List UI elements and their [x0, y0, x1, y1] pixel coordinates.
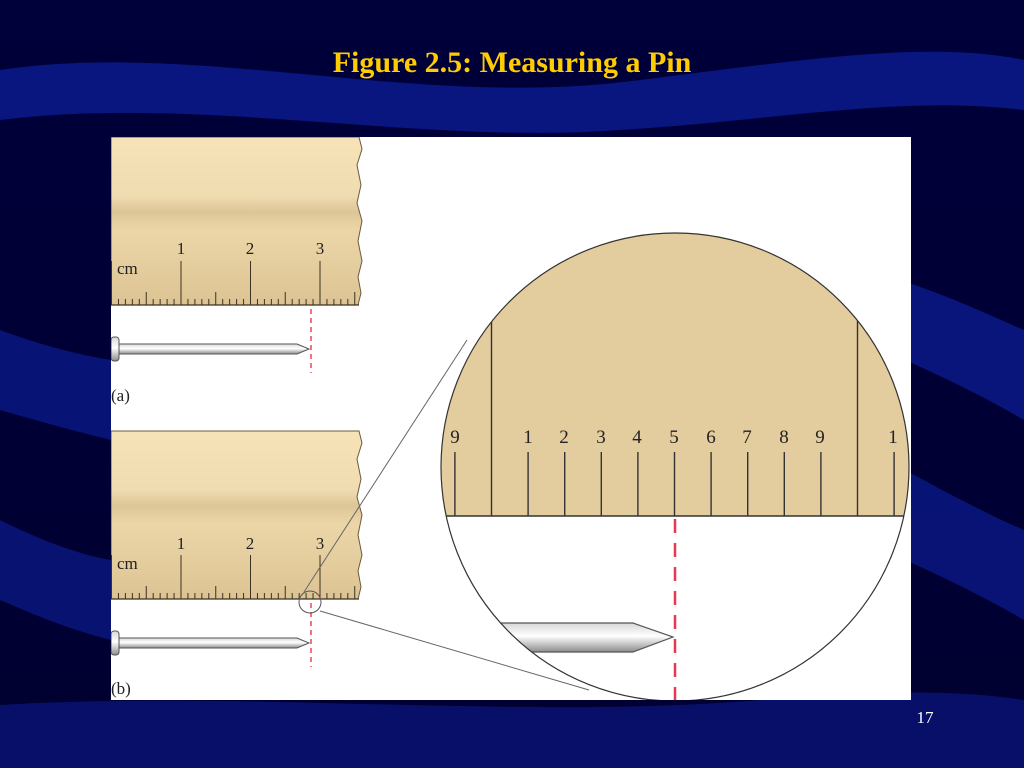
ruler-b-label-2: 2 — [246, 534, 255, 553]
ruler-b-label-3: 3 — [316, 534, 325, 553]
mag-label-9-left: 9 — [450, 427, 460, 448]
swoosh-bottom — [0, 692, 1024, 768]
mag-label-1-right: 1 — [888, 427, 898, 448]
mag-label-2: 2 — [559, 427, 569, 448]
zoom-connector-top — [303, 339, 468, 593]
ruler-unit-a: cm — [117, 259, 138, 278]
pin-b — [111, 630, 311, 656]
ruler-a-label-3: 3 — [316, 239, 325, 258]
pin-a — [111, 336, 311, 362]
swoosh-top — [0, 51, 1024, 133]
swoosh-right-lower — [905, 470, 1024, 620]
mag-label-4: 4 — [632, 427, 642, 448]
mag-label-3: 3 — [596, 427, 606, 448]
ruler-unit-b: cm — [117, 554, 138, 573]
pin-measurement-figure: cm 1 2 3 (a) cm 1 2 3 (b) 9 1 — [111, 137, 911, 700]
slide-title: Figure 2.5: Measuring a Pin — [332, 46, 692, 79]
ruler-a: cm 1 2 3 — [111, 137, 363, 306]
slide-number: 17 — [916, 708, 934, 727]
mag-label-6: 6 — [706, 427, 716, 448]
swoosh-left-lower — [0, 520, 111, 640]
mag-label-9: 9 — [815, 427, 825, 448]
ruler-b-label-1: 1 — [177, 534, 186, 553]
ruler-b: cm 1 2 3 — [111, 430, 363, 600]
mag-label-8: 8 — [779, 427, 789, 448]
panel-b-label: (b) — [111, 679, 131, 698]
zoom-connector-bottom — [319, 610, 590, 691]
ruler-a-label-2: 2 — [246, 239, 255, 258]
mag-label-1: 1 — [523, 427, 533, 448]
swoosh-right — [900, 280, 1024, 420]
swoosh-left — [0, 330, 111, 440]
mag-label-5: 5 — [669, 427, 679, 448]
panel-a-label: (a) — [111, 386, 130, 405]
ruler-a-label-1: 1 — [177, 239, 186, 258]
zoom-source-circle — [298, 590, 322, 614]
mag-label-7: 7 — [742, 427, 752, 448]
